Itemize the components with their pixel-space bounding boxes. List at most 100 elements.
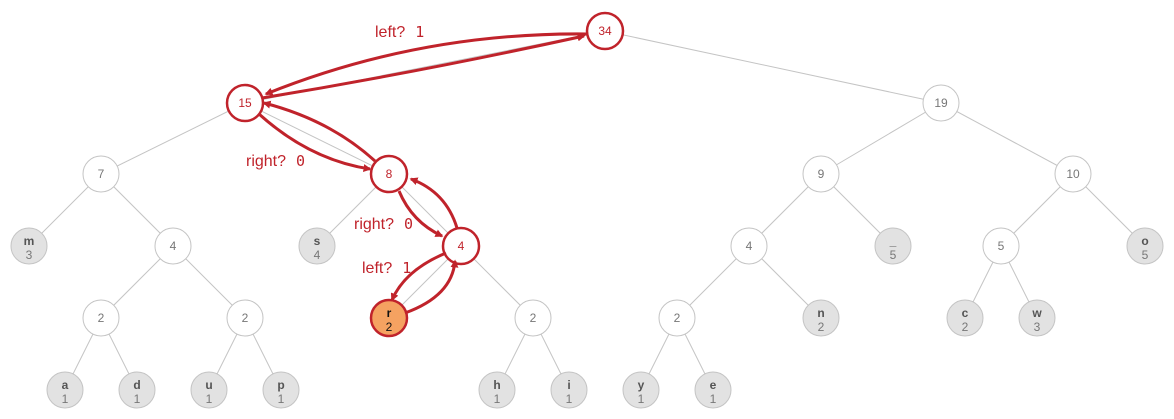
node-circle bbox=[922, 84, 960, 122]
node-circle bbox=[514, 299, 552, 337]
arrow-4-to-r bbox=[390, 251, 447, 302]
node-circle bbox=[982, 227, 1020, 265]
leaf-node-e: e1 bbox=[694, 371, 732, 409]
internal-node-n4b: 4 bbox=[441, 226, 481, 266]
leaf-count: 1 bbox=[62, 392, 69, 406]
internal-node-n2a: 2 bbox=[82, 299, 120, 337]
node-count: 4 bbox=[746, 239, 753, 253]
node-count: 34 bbox=[598, 24, 612, 38]
leaf-count: 5 bbox=[1142, 248, 1149, 262]
node-circle bbox=[1126, 227, 1164, 265]
node-circle bbox=[369, 154, 409, 194]
internal-node-n4c: 4 bbox=[730, 227, 768, 265]
internal-node-n2d: 2 bbox=[658, 299, 696, 337]
arrow-r-to-4 bbox=[404, 259, 459, 315]
leaf-count: 5 bbox=[890, 248, 897, 262]
leaf-node-m: m3 bbox=[10, 227, 48, 265]
node-count: 8 bbox=[386, 167, 393, 181]
leaf-count: 2 bbox=[818, 320, 825, 334]
internal-node-n19: 19 bbox=[922, 84, 960, 122]
leaf-count: 4 bbox=[314, 248, 321, 262]
leaf-symbol: u bbox=[205, 378, 212, 392]
path-arrows bbox=[257, 32, 589, 315]
leaf-count: 2 bbox=[386, 320, 393, 334]
node-circle bbox=[946, 299, 984, 337]
leaf-node-underscore: _5 bbox=[874, 227, 912, 265]
leaf-node-n: n2 bbox=[802, 299, 840, 337]
arrow-15-to-root bbox=[261, 33, 586, 100]
leaf-symbol: w bbox=[1031, 306, 1042, 320]
leaf-symbol: p bbox=[277, 378, 284, 392]
leaf-symbol: i bbox=[567, 378, 570, 392]
node-circle bbox=[262, 371, 300, 409]
node-count: 2 bbox=[98, 311, 105, 325]
leaf-symbol: a bbox=[62, 378, 69, 392]
leaf-count: 1 bbox=[638, 392, 645, 406]
leaf-node-u: u1 bbox=[190, 371, 228, 409]
leaf-node-i: i1 bbox=[550, 371, 588, 409]
annotation-right-0-upper: right? 0 bbox=[246, 152, 305, 170]
leaf-node-d: d1 bbox=[118, 371, 156, 409]
leaf-symbol: n bbox=[817, 306, 824, 320]
leaf-count: 3 bbox=[1034, 320, 1041, 334]
node-circle bbox=[658, 299, 696, 337]
node-count: 10 bbox=[1066, 167, 1080, 181]
node-circle bbox=[802, 155, 840, 193]
leaf-node-c: c2 bbox=[946, 299, 984, 337]
node-count: 2 bbox=[242, 311, 249, 325]
node-count: 5 bbox=[998, 239, 1005, 253]
node-circle bbox=[585, 11, 625, 51]
edge-n34-n19 bbox=[604, 30, 942, 104]
leaf-node-p: p1 bbox=[262, 371, 300, 409]
node-count: 15 bbox=[238, 96, 252, 110]
node-count: 19 bbox=[934, 96, 948, 110]
leaf-node-w: w3 bbox=[1018, 299, 1056, 337]
node-circle bbox=[730, 227, 768, 265]
arrow-8-to-15 bbox=[262, 100, 377, 163]
node-count: 2 bbox=[530, 311, 537, 325]
leaf-count: 1 bbox=[710, 392, 717, 406]
node-circle bbox=[46, 371, 84, 409]
node-count: 4 bbox=[170, 239, 177, 253]
node-count: 9 bbox=[818, 167, 825, 181]
internal-node-n8: 8 bbox=[369, 154, 409, 194]
annotation-right-0-lower: right? 0 bbox=[354, 215, 413, 233]
internal-node-n2b: 2 bbox=[226, 299, 264, 337]
leaf-node-s: s4 bbox=[298, 227, 336, 265]
leaf-symbol: o bbox=[1141, 234, 1148, 248]
internal-node-n15: 15 bbox=[225, 83, 265, 123]
node-circle bbox=[441, 226, 481, 266]
leaf-symbol: _ bbox=[889, 234, 897, 248]
annotation-left-1-top: left? 1 bbox=[375, 23, 424, 41]
leaf-node-h: h1 bbox=[478, 371, 516, 409]
internal-node-n5: 5 bbox=[982, 227, 1020, 265]
leaf-count: 1 bbox=[278, 392, 285, 406]
node-circle bbox=[1054, 155, 1092, 193]
leaf-node-o: o5 bbox=[1126, 227, 1164, 265]
arrow-15-to-8 bbox=[257, 112, 372, 172]
arrow-8-to-4 bbox=[397, 190, 444, 238]
internal-node-n9: 9 bbox=[802, 155, 840, 193]
node-circle bbox=[550, 371, 588, 409]
node-circle bbox=[118, 371, 156, 409]
edge-n19-n10 bbox=[940, 102, 1074, 175]
leaf-count: 1 bbox=[206, 392, 213, 406]
node-circle bbox=[10, 227, 48, 265]
edge-n15-n7 bbox=[100, 102, 246, 175]
internal-node-n7: 7 bbox=[82, 155, 120, 193]
node-circle bbox=[298, 227, 336, 265]
leaf-count: 2 bbox=[962, 320, 969, 334]
leaf-count: 3 bbox=[26, 248, 33, 262]
node-count: 7 bbox=[98, 167, 105, 181]
leaf-count: 1 bbox=[566, 392, 573, 406]
leaf-symbol: c bbox=[962, 306, 969, 320]
leaf-node-y: y1 bbox=[622, 371, 660, 409]
internal-node-n34: 34 bbox=[585, 11, 625, 51]
internal-node-n4a: 4 bbox=[154, 227, 192, 265]
node-circle bbox=[802, 299, 840, 337]
tree-edges bbox=[28, 30, 1146, 391]
edge-n19-n9 bbox=[820, 102, 942, 175]
annotation-left-1-bottom: left? 1 bbox=[362, 259, 411, 277]
